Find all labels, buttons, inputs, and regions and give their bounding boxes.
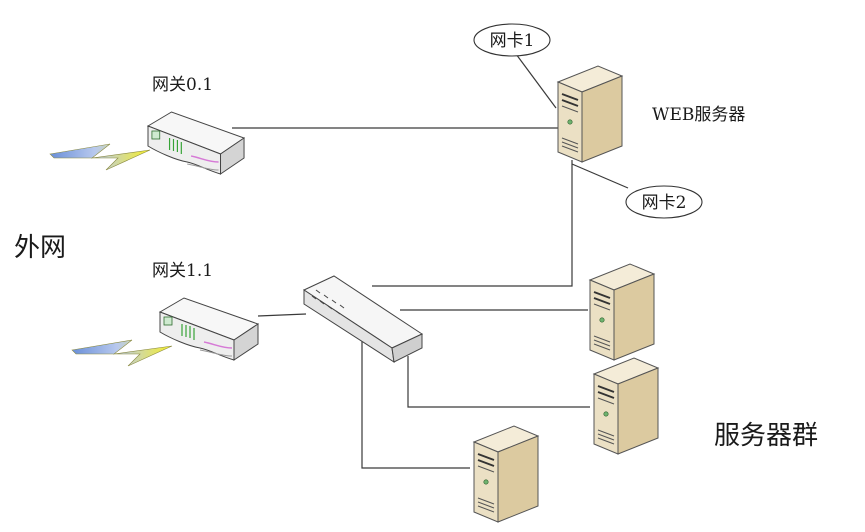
gateway-bottom: 网关1.1 [71,261,259,367]
gateway-top-label: 网关0.1 [152,75,213,95]
nic1-callout: 网卡1 [473,23,551,57]
server-icon [557,65,623,163]
lightning-icon [49,143,151,171]
server-cluster-label: 服务器群 [714,421,818,451]
callout-line-nic2 [571,163,629,189]
gateway-bottom-label: 网关1.1 [152,261,213,281]
server-icon [473,425,539,523]
link-switch-server2 [407,356,590,408]
nic1-label: 网卡1 [490,31,535,51]
link-lines [232,53,629,469]
server-icon [589,263,655,361]
router-icon [147,111,245,175]
link-webserver-switch [372,160,573,287]
link-switch-server3 [361,332,470,469]
nic2-label: 网卡2 [642,193,687,213]
web-server: WEB服务器 [557,65,745,163]
web-server-label: WEB服务器 [652,105,745,125]
lightning-icon [71,339,173,367]
external-net-label: 外网 [14,233,66,263]
gateway-top: 网关0.1 [49,75,245,175]
nic2-callout: 网卡2 [625,185,703,219]
server-cluster: 服务器群 [473,263,818,523]
callout-line-nic1 [515,53,557,109]
link-gateway1-switch [257,313,307,317]
switch-icon [302,275,424,364]
server-icon [593,357,659,455]
router-icon [159,297,259,361]
